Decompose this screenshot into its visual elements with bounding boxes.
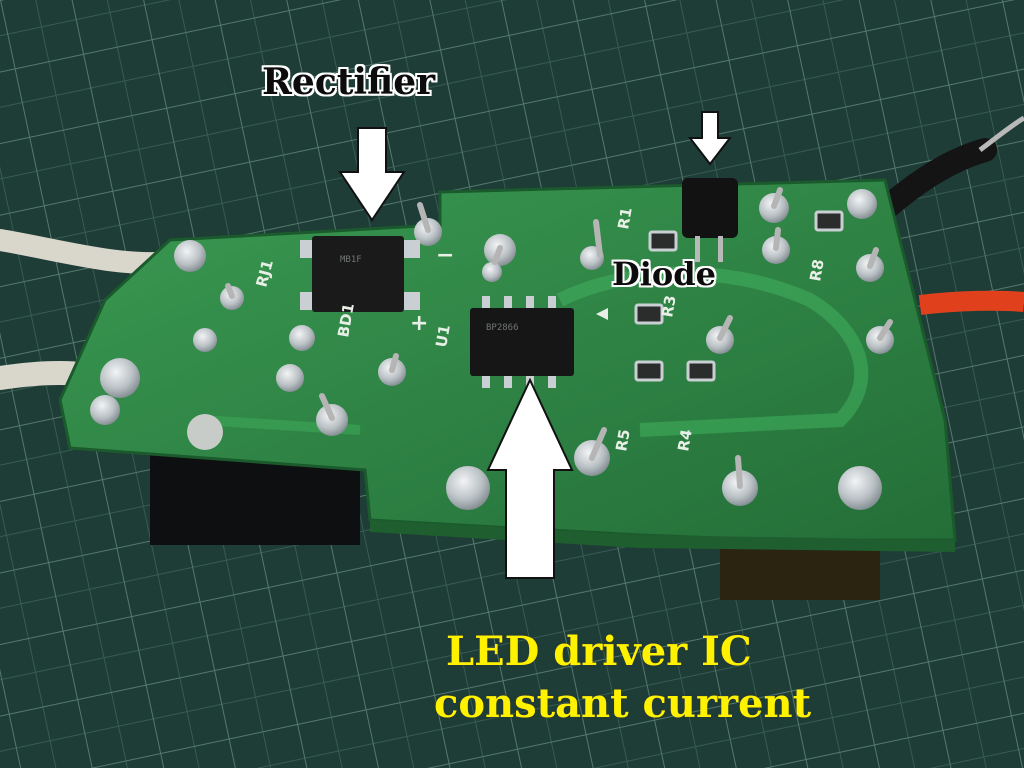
bare-wire [978, 115, 1024, 152]
black-wire [878, 138, 997, 217]
led-driver-label-line2: constant current [434, 680, 812, 727]
silk-bd1: BD1 [334, 302, 358, 339]
led-ic-arrow [486, 377, 574, 579]
silk-r4: R4 [674, 428, 696, 453]
component-leads [225, 187, 893, 489]
silk-r8: R8 [806, 258, 828, 283]
silk-minus: − [436, 243, 454, 268]
under-component-left [150, 455, 360, 545]
diode-component [682, 178, 738, 262]
silk-r5: R5 [612, 428, 634, 453]
trace [556, 266, 869, 437]
red-wire [918, 290, 1024, 315]
svg-text:BP2866: BP2866 [486, 323, 519, 333]
diode-arrow [687, 111, 733, 166]
rectifier-label: Rectifier [262, 61, 436, 103]
led-driver-label-line1: LED driver IC [446, 628, 752, 675]
pcb-edge [370, 520, 955, 552]
rectifier-arrow [338, 127, 406, 222]
silk-r3: R3 [658, 294, 680, 319]
bridge-rectifier-chip: MB1F [300, 236, 420, 312]
silk-u1: U1 [432, 323, 454, 348]
smd-resistors [634, 210, 844, 382]
silk-r1: R1 [614, 206, 636, 231]
silk-plus: + [410, 311, 428, 336]
svg-text:MB1F: MB1F [340, 255, 362, 265]
diode-label: Diode [612, 255, 716, 293]
